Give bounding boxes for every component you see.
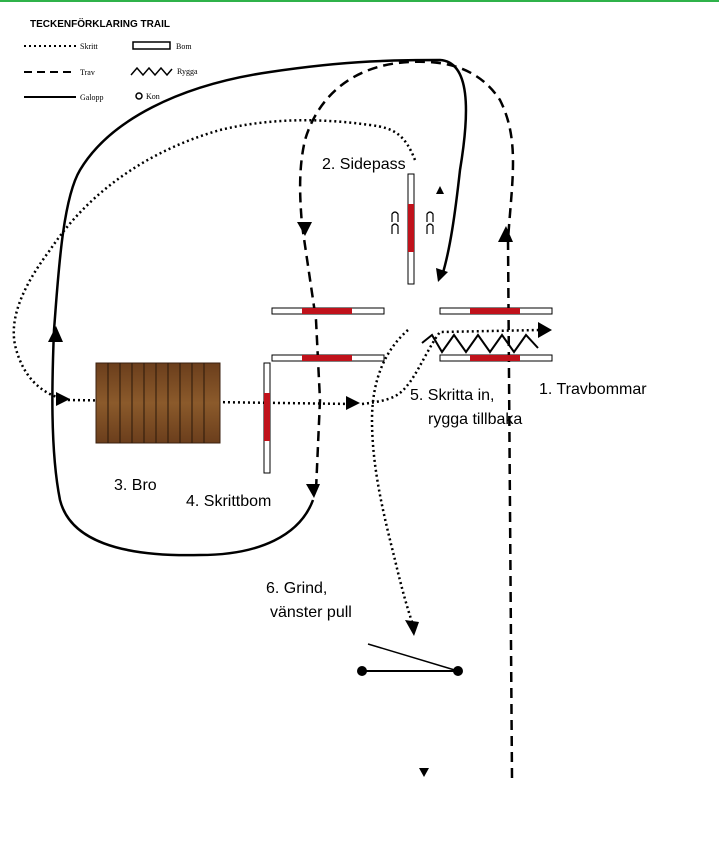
label-skritta-line2: rygga tillbaka [428,411,522,428]
walk-pole-2-mark [302,355,352,361]
hoofprint-icon [426,223,434,234]
top-border-line [0,0,719,2]
trot-arrow-down-2 [306,484,320,498]
walk-arrow-gate [405,620,419,636]
backup-zigzag [421,333,539,354]
walk-over-poles [271,307,385,362]
gate-post-left [357,666,367,676]
start-marker-icon [419,768,429,777]
trot-path [298,60,515,779]
canter-path [51,58,468,557]
legend-pole-icon [132,41,171,50]
legend-canter-label: Galopp [80,93,104,102]
gate-swing [367,643,459,672]
walk-path-main [12,119,417,406]
marker-triangle-icon [436,186,444,194]
label-travbommar: 1. Travbommar [539,381,647,398]
legend-backup-icon [130,66,173,77]
label-skrittbom: 4. Skrittbom [186,493,271,510]
legend-pole-label: Bom [176,42,192,51]
trot-pole-1-mark [470,308,520,314]
gate [357,643,463,676]
legend-walk-label: Skritt [80,42,99,51]
hoofprint-icon [391,223,399,234]
legend-backup-label: Rygga [177,67,198,76]
label-grind-line1: 6. Grind, [266,580,327,597]
label-bro: 3. Bro [114,477,157,494]
hoofprint-icon [426,211,434,222]
gate-post-right [453,666,463,676]
walk-path-gate [370,329,414,623]
legend-cone-label: Kon [146,92,160,101]
walk-arrow-pole [346,396,360,410]
trot-arrow-down-1 [297,222,312,236]
label-sidepass: 2. Sidepass [322,156,406,173]
sidepass-pole-mark [408,204,414,252]
trot-pole-2-mark [470,355,520,361]
walk-arrow-chute [538,322,552,338]
bridge-deck [95,362,221,444]
skrittbom-pole-mark [264,393,270,441]
hoofprint-icon [391,211,399,222]
legend-title: TECKENFÖRKLARING TRAIL [30,17,170,30]
walk-pole-1-mark [302,308,352,314]
canter-arrow-end [436,268,448,282]
label-grind-line2: vänster pull [270,604,352,621]
legend: TECKENFÖRKLARING TRAIL Skritt Trav Galop… [24,17,198,102]
trot-poles [439,307,553,362]
trot-arrow-up [498,226,513,242]
canter-arrow-left [48,326,63,342]
walk-arrow-bridge [56,392,70,406]
bridge [95,362,221,444]
legend-trot-label: Trav [80,68,95,77]
label-skritta-line1: 5. Skritta in, [410,387,494,404]
legend-cone-icon [135,92,143,100]
hoofprint-icons [391,211,434,234]
